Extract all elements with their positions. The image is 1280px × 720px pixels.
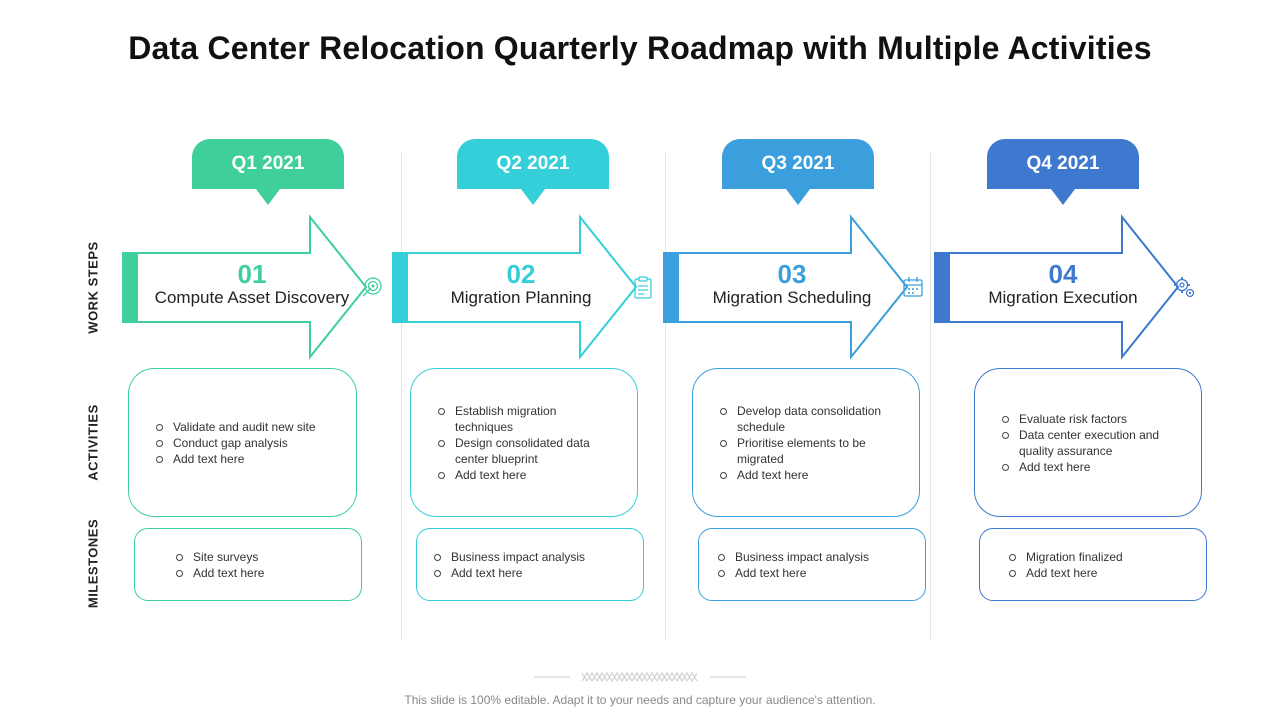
step-label-4: Migration Execution bbox=[988, 288, 1138, 307]
step-number-4: 04 bbox=[1048, 259, 1078, 289]
column-divider bbox=[930, 152, 931, 640]
milestone-item: Add text here bbox=[717, 565, 869, 581]
activity-item: Prioritise elements to be migrated bbox=[719, 435, 899, 467]
page-title: Data Center Relocation Quarterly Roadmap… bbox=[128, 30, 1152, 66]
milestone-item: Add text here bbox=[175, 565, 264, 581]
activity-item: Add text here bbox=[155, 451, 316, 467]
step-arrow-4 bbox=[934, 214, 1180, 360]
activity-item: Establish migration techniques bbox=[437, 403, 617, 435]
column-divider bbox=[401, 152, 402, 640]
step-arrow-3 bbox=[663, 214, 909, 360]
column-divider bbox=[665, 152, 666, 640]
milestones-box-q4: Migration finalized Add text here bbox=[979, 528, 1207, 601]
quarter-tab-q2: Q2 2021 bbox=[457, 139, 609, 205]
activity-item: Develop data consolidation schedule bbox=[719, 403, 899, 435]
milestones-box-q1: Site surveys Add text here bbox=[134, 528, 362, 601]
step-arrow-2 bbox=[392, 214, 638, 360]
activity-item: Add text here bbox=[1001, 459, 1175, 475]
activities-box-q1: Validate and audit new site Conduct gap … bbox=[128, 368, 357, 517]
activity-item: Add text here bbox=[719, 467, 899, 483]
activity-item: Design consolidated data center blueprin… bbox=[437, 435, 617, 467]
milestone-item: Site surveys bbox=[175, 549, 264, 565]
row-label-activities: ACTIVITIES bbox=[85, 404, 101, 481]
gears-icon bbox=[1174, 277, 1195, 298]
milestone-item: Business impact analysis bbox=[433, 549, 585, 565]
milestone-item: Add text here bbox=[1008, 565, 1123, 581]
step-label-3: Migration Scheduling bbox=[712, 288, 872, 307]
step-label-2: Migration Planning bbox=[450, 288, 592, 307]
quarter-tab-q3: Q3 2021 bbox=[722, 139, 874, 205]
calendar-icon bbox=[903, 277, 923, 297]
activity-item: Conduct gap analysis bbox=[155, 435, 316, 451]
row-label-milestones: MILESTONES bbox=[85, 518, 101, 609]
milestone-item: Migration finalized bbox=[1008, 549, 1123, 565]
quarter-tab-q4: Q4 2021 bbox=[987, 139, 1139, 205]
footer-divider bbox=[534, 672, 746, 682]
activity-item: Evaluate risk factors bbox=[1001, 411, 1175, 427]
milestones-box-q3: Business impact analysis Add text here bbox=[698, 528, 926, 601]
step-number-1: 01 bbox=[237, 259, 267, 289]
step-arrow-1 bbox=[122, 214, 368, 360]
milestone-item: Add text here bbox=[433, 565, 585, 581]
target-icon bbox=[362, 277, 382, 297]
clipboard-icon bbox=[634, 276, 652, 299]
activities-box-q3: Develop data consolidation schedule Prio… bbox=[692, 368, 920, 517]
row-label-work-steps: WORK STEPS bbox=[85, 241, 101, 334]
activity-item: Data center execution and quality assura… bbox=[1001, 427, 1175, 459]
step-number-3: 03 bbox=[777, 259, 807, 289]
quarter-tab-q1: Q1 2021 bbox=[192, 139, 344, 205]
milestones-box-q2: Business impact analysis Add text here bbox=[416, 528, 644, 601]
step-label-1: Compute Asset Discovery bbox=[154, 288, 350, 307]
footer-note: This slide is 100% editable. Adapt it to… bbox=[404, 693, 876, 707]
activities-box-q4: Evaluate risk factors Data center execut… bbox=[974, 368, 1202, 517]
activity-item: Validate and audit new site bbox=[155, 419, 316, 435]
milestone-item: Business impact analysis bbox=[717, 549, 869, 565]
activities-box-q2: Establish migration techniques Design co… bbox=[410, 368, 638, 517]
step-number-2: 02 bbox=[506, 259, 536, 289]
activity-item: Add text here bbox=[437, 467, 617, 483]
